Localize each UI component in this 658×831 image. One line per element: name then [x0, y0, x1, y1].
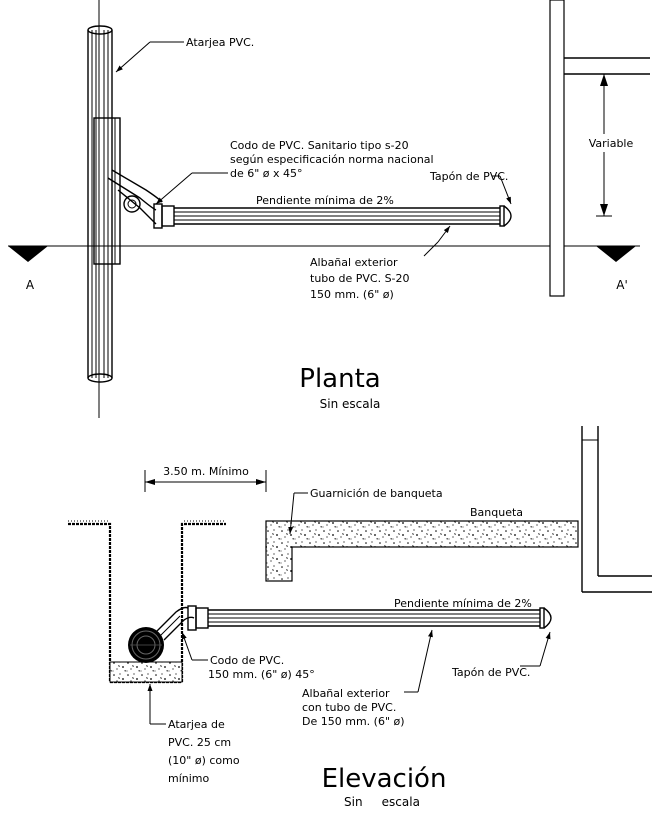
pendiente-label-elev: Pendiente mínima de 2% — [394, 597, 532, 610]
codo-label-plan-1: Codo de PVC. Sanitario tipo s-20 — [230, 139, 409, 152]
albanal-label-elev-2: con tubo de PVC. — [302, 701, 396, 714]
guarnicion-label: Guarnición de banqueta — [310, 487, 443, 500]
albanal-label-plan-1: Albañal exterior — [310, 256, 398, 269]
banqueta-label: Banqueta — [470, 506, 523, 519]
codo-plan — [107, 169, 175, 229]
elevacion-title: Elevación — [322, 764, 447, 794]
atarjea-label-elev-4: mínimo — [168, 772, 210, 785]
banqueta — [265, 520, 579, 582]
codo-label-elev-1: Codo de PVC. — [210, 654, 284, 667]
section-cut-line — [8, 245, 640, 262]
variable-dimension — [586, 74, 638, 217]
building-wall-plan — [549, 0, 650, 297]
tapon-label-elev: Tapón de PVC. — [451, 666, 530, 679]
elevacion-view: 3.50 m. Mínimo — [68, 426, 652, 809]
albanal-leader-plan — [423, 241, 439, 257]
atarjea-label-elev-2: PVC. 25 cm — [168, 736, 231, 749]
albanal-pipe-elev — [208, 607, 552, 629]
planta-view: A A' Variable Atarjea PVC. Codo de PVC. … — [8, 0, 650, 418]
atarjea-section — [128, 627, 164, 663]
building-wall-elev — [581, 426, 652, 593]
atarjea-pipe-plan — [87, 25, 121, 383]
codo-label-plan-2: según especificación norma nacional — [230, 153, 434, 166]
dimension-350 — [144, 464, 267, 492]
elevacion-subtitle: Sin escala — [344, 795, 420, 809]
section-label-a-prime: A' — [616, 278, 628, 292]
variable-label: Variable — [589, 137, 634, 150]
planta-subtitle: Sin escala — [320, 397, 381, 411]
albanal-label-elev-3: De 150 mm. (6" ø) — [302, 715, 405, 728]
albanal-pipe-plan — [174, 205, 512, 227]
codo-label-plan-3: de 6" ø x 45° — [230, 167, 303, 180]
codo-label-elev-2: 150 mm. (6" ø) 45° — [208, 668, 315, 681]
atarjea-label-plan: Atarjea PVC. — [186, 36, 254, 49]
albanal-label-elev-1: Albañal exterior — [302, 687, 390, 700]
dimension-label: 3.50 m. Mínimo — [163, 465, 249, 478]
atarjea-label-elev-1: Atarjea de — [168, 718, 225, 731]
pendiente-label-plan: Pendiente mínima de 2% — [256, 194, 394, 207]
atarjea-label-elev-3: (10" ø) como — [168, 754, 240, 767]
albanal-label-plan-3: 150 mm. (6" ø) — [310, 288, 394, 301]
section-label-a: A — [26, 278, 35, 292]
tapon-label-plan: Tapón de PVC. — [429, 170, 508, 183]
albanal-label-plan-2: tubo de PVC. S-20 — [310, 272, 410, 285]
planta-title: Planta — [299, 364, 380, 394]
